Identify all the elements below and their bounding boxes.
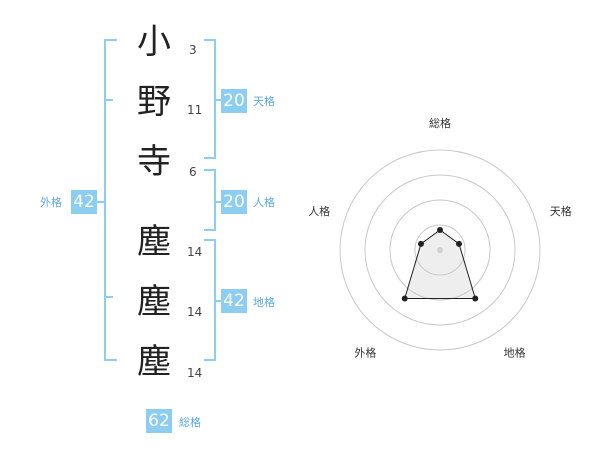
radar-ring bbox=[364, 174, 516, 326]
soukaku-label: 総格 bbox=[179, 416, 201, 429]
name-char-3: 寺 bbox=[137, 142, 171, 182]
name-char-4: 塵 bbox=[137, 222, 171, 262]
radar-series-polygon bbox=[404, 229, 476, 299]
chikaku-bracket bbox=[204, 239, 216, 361]
gaikaku-bracket bbox=[104, 39, 117, 361]
stroke-count-6: 14 bbox=[187, 366, 203, 380]
radar-point-1 bbox=[437, 227, 443, 233]
stroke-count-4: 14 bbox=[187, 245, 203, 259]
radar-center-dot bbox=[437, 247, 443, 253]
bracket-lines bbox=[97, 39, 222, 361]
name-char-6: 塵 bbox=[137, 342, 171, 382]
name-char-2: 野 bbox=[137, 82, 171, 122]
name-char-5: 塵 bbox=[137, 282, 171, 322]
radar-ring bbox=[339, 149, 541, 351]
jinkaku-bracket bbox=[204, 169, 216, 231]
stroke-count-3: 6 bbox=[189, 165, 197, 179]
stroke-count-2: 11 bbox=[187, 103, 203, 117]
tenkaku-bracket bbox=[204, 39, 216, 159]
radar-rings bbox=[339, 149, 541, 351]
chikaku-label: 地格 bbox=[253, 296, 275, 309]
radar-point-4 bbox=[401, 295, 408, 302]
radar-ring bbox=[389, 199, 491, 301]
radar-axis-label-3: 地格 bbox=[504, 346, 526, 360]
soukaku-value: 62 bbox=[146, 409, 172, 433]
chikaku-value: 42 bbox=[221, 289, 247, 313]
radar-point-3 bbox=[472, 295, 479, 302]
gaikaku-label: 外格 bbox=[40, 196, 62, 209]
radar-axis-label-5: 人格 bbox=[308, 204, 330, 218]
stroke-count-5: 14 bbox=[187, 305, 203, 319]
radar-axis-label-2: 天格 bbox=[550, 204, 572, 218]
radar-axis-label-4: 外格 bbox=[354, 346, 376, 360]
name-char-1: 小 bbox=[137, 22, 171, 62]
name-fortune-panel: 小 3 野 11 寺 6 塵 14 塵 14 塵 14 20 天格 20 人格 … bbox=[40, 22, 275, 433]
radar-ring bbox=[414, 224, 466, 276]
radar-data-layer bbox=[401, 227, 479, 302]
gaikaku-value: 42 bbox=[71, 190, 97, 214]
jinkaku-value: 20 bbox=[221, 190, 247, 214]
radar-point-5 bbox=[417, 240, 424, 247]
radar-axis-label-1: 総格 bbox=[429, 116, 451, 130]
tenkaku-value: 20 bbox=[221, 89, 247, 113]
stroke-count-1: 3 bbox=[189, 43, 197, 57]
jinkaku-label: 人格 bbox=[253, 196, 275, 209]
radar-point-2 bbox=[456, 240, 463, 247]
tenkaku-label: 天格 bbox=[253, 95, 275, 108]
